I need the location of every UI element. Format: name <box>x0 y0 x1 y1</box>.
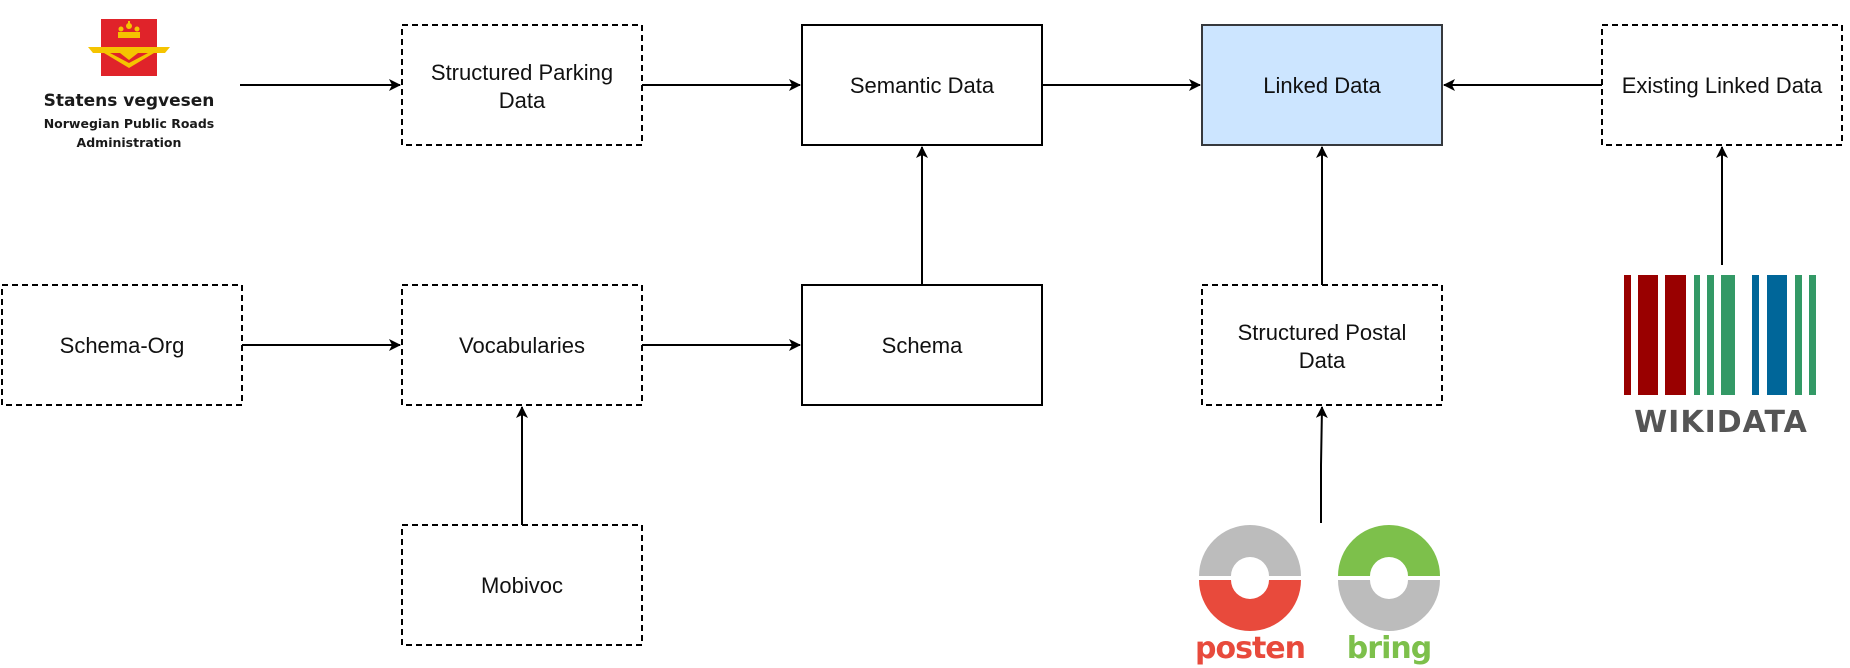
logo-name: bring <box>1347 631 1431 666</box>
node-label: Linked Data <box>1263 73 1381 98</box>
node-label: Mobivoc <box>481 573 563 598</box>
node-label-line1: Structured Parking <box>431 60 613 85</box>
node-label-line1: Structured Postal <box>1238 320 1407 345</box>
node-existing-linked-data[interactable]: Existing Linked Data <box>1601 24 1843 146</box>
wikidata-logo: WIKIDATA <box>1624 275 1816 440</box>
node-structured-postal-data[interactable]: Structured Postal Data <box>1201 284 1443 406</box>
node-schema-org[interactable]: Schema-Org <box>1 284 243 406</box>
node-vocabularies[interactable]: Vocabularies <box>401 284 643 406</box>
logo-subtitle-1: Norwegian Public Roads <box>44 116 215 131</box>
node-semantic-data[interactable]: Semantic Data <box>801 24 1043 146</box>
crown-icon <box>118 21 140 38</box>
arrow-posten-to-postal <box>1315 406 1328 523</box>
posten-logo: posten <box>1195 525 1306 666</box>
node-label: Schema <box>882 333 963 358</box>
posten-ring-top <box>1199 525 1301 576</box>
statens-vegvesen-logo: Statens vegvesen Norwegian Public Roads … <box>44 19 215 150</box>
node-linked-data[interactable]: Linked Data <box>1201 24 1443 146</box>
wings-icon <box>88 47 170 68</box>
node-label: Schema-Org <box>60 333 185 358</box>
posten-ring-bottom <box>1199 580 1301 631</box>
node-label: Existing Linked Data <box>1622 73 1823 98</box>
barcode-icon <box>1624 275 1816 395</box>
node-label: Semantic Data <box>850 73 995 98</box>
connectors <box>240 79 1728 525</box>
node-label-line2: Data <box>499 88 546 113</box>
logo-name: Statens vegvesen <box>44 91 215 111</box>
logo-name: posten <box>1195 631 1305 666</box>
node-mobivoc[interactable]: Mobivoc <box>401 524 643 646</box>
bring-ring-bottom <box>1338 580 1440 631</box>
logo-name: WIKIDATA <box>1634 405 1808 440</box>
bring-logo: bring <box>1338 525 1440 666</box>
bring-ring-top <box>1338 525 1440 576</box>
node-label: Vocabularies <box>459 333 585 358</box>
node-label-line2: Data <box>1299 348 1346 373</box>
logo-subtitle-2: Administration <box>77 135 182 150</box>
node-schema[interactable]: Schema <box>801 284 1043 406</box>
node-structured-parking-data[interactable]: Structured Parking Data <box>401 24 643 146</box>
